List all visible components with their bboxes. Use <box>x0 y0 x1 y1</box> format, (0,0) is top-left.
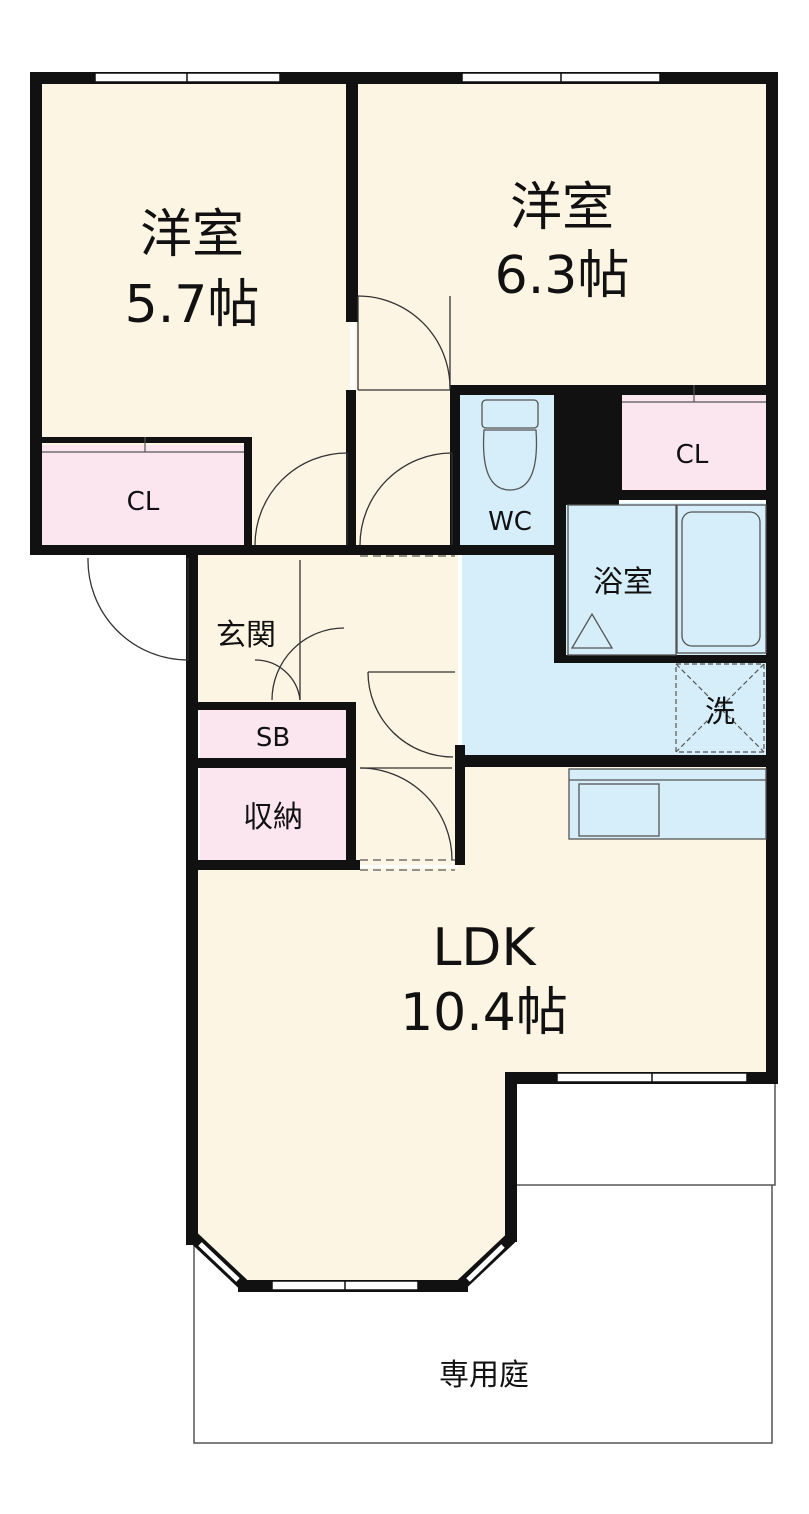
washer-label: 洗 <box>705 695 735 730</box>
ldk-floor <box>197 765 768 1285</box>
entrance-label: 玄関 <box>216 618 276 653</box>
balcony <box>514 1079 776 1186</box>
bath-drain <box>567 504 677 656</box>
bay-windows <box>198 1242 505 1282</box>
closet-right-label: CL <box>676 440 709 470</box>
bathtub-fixture <box>676 504 767 654</box>
washer-pan <box>675 663 765 753</box>
western-right-size: 6.3帖 <box>495 246 630 306</box>
hallway-floor <box>355 390 458 865</box>
wc-label: WC <box>488 507 532 537</box>
kitchen-counter <box>568 768 767 840</box>
ldk-size: 10.4帖 <box>400 983 568 1043</box>
room-western-right-floor <box>355 80 768 390</box>
bath-label: 浴室 <box>593 565 653 600</box>
ldk-name: LDK <box>432 918 537 978</box>
garden-label: 専用庭 <box>439 1358 529 1393</box>
doors <box>87 295 455 861</box>
storage-label: 収納 <box>243 800 303 835</box>
closet-right-floor <box>618 395 766 495</box>
closet-rails <box>42 385 766 453</box>
western-right-name: 洋室 <box>510 178 614 238</box>
garden-border <box>193 1185 773 1444</box>
openings <box>360 555 455 871</box>
shoe-box-floor <box>200 708 348 758</box>
western-left-name: 洋室 <box>140 205 244 265</box>
western-left-size: 5.7帖 <box>125 275 260 335</box>
windows <box>94 72 748 1291</box>
storage-floor <box>200 767 348 862</box>
toilet-fixture <box>481 399 539 491</box>
shoe-box-label: SB <box>256 723 290 753</box>
closet-left-label: CL <box>127 487 160 517</box>
closet-left-floor <box>42 445 247 545</box>
entrance-floor <box>197 550 357 710</box>
